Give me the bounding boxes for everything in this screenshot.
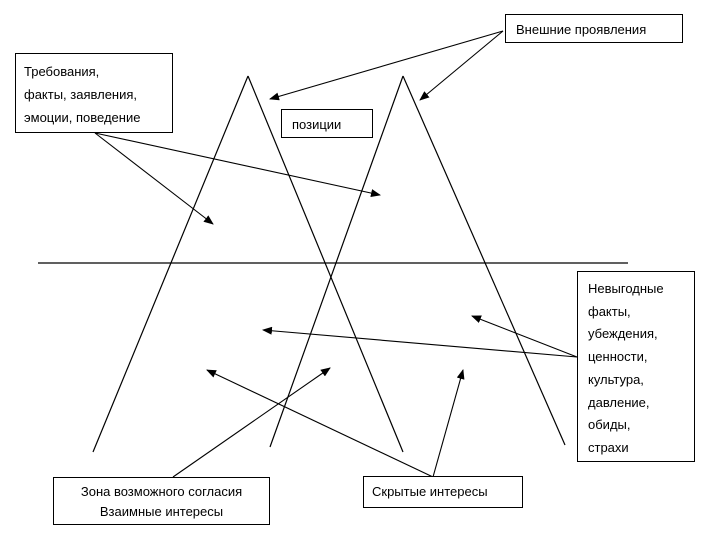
unfavorable-line-8: страхи [588, 439, 629, 455]
unfavorable-line-3: убеждения, [588, 326, 658, 342]
arrow-unfavorable-to-center [262, 326, 578, 358]
unfavorable-line-4: ценности, [588, 349, 648, 365]
unfavorable-facts-box: Невыгодные факты, убеждения, ценности, к… [577, 271, 695, 462]
unfavorable-line-5: культура, [588, 371, 644, 387]
arrow-external-to-right-peak [419, 30, 504, 101]
arrow-demands-to-left [94, 132, 214, 225]
right-triangle-right-side [402, 75, 566, 446]
arrow-unfavorable-to-right [471, 315, 578, 358]
unfavorable-line-2: факты, [588, 303, 631, 319]
right-triangle-left-side [269, 75, 404, 448]
positions-box: позиции [281, 109, 373, 138]
arrow-hidden-to-right [432, 369, 465, 478]
arrow-zone-to-overlap [172, 367, 331, 478]
demands-line-2: факты, заявления, [24, 87, 138, 102]
left-triangle-left-side [92, 75, 249, 453]
arrow-hidden-to-left [206, 369, 434, 478]
arrow-demands-to-right [94, 132, 381, 197]
zone-line-1: Зона возможного согласия [80, 484, 243, 499]
unfavorable-line-6: давление, [588, 394, 650, 410]
arrow-external-to-left-peak [269, 30, 504, 101]
demands-line-3: эмоции, поведение [24, 110, 141, 125]
zone-line-2: Взаимные интересы [99, 504, 224, 519]
hidden-interests-box: Скрытые интересы [363, 476, 523, 508]
hidden-label: Скрытые интересы [372, 484, 488, 499]
external-label: Внешние проявления [516, 22, 647, 37]
unfavorable-line-1: Невыгодные [588, 281, 664, 296]
demands-line-1: Требования, [24, 64, 100, 79]
external-manifestations-box: Внешние проявления [505, 14, 683, 43]
left-triangle-right-side [247, 75, 404, 453]
positions-label: позиции [292, 117, 342, 132]
unfavorable-line-7: обиды, [588, 417, 631, 433]
agreement-zone-box: Зона возможного согласия Взаимные интере… [53, 477, 270, 525]
demands-box: Требования, факты, заявления, эмоции, по… [15, 53, 173, 133]
